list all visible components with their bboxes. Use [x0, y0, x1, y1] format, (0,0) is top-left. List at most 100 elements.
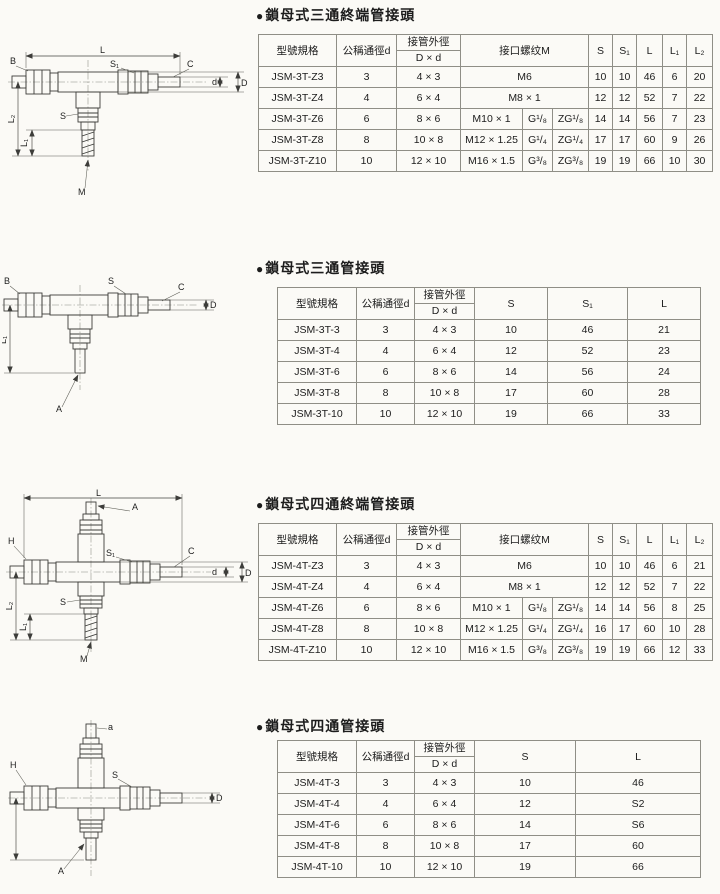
table-cell: 30 — [686, 150, 714, 172]
table-cell: 8 × 6 — [396, 108, 461, 130]
table-cell: 6 — [336, 108, 397, 130]
dim-label-D: D — [210, 300, 217, 310]
table-cell: 8 × 6 — [414, 361, 475, 383]
table-cell: 33 — [686, 639, 714, 661]
table-cell: JSM-4T-10 — [277, 856, 357, 878]
table-cell: 19 — [474, 403, 548, 425]
column-header-sub: D × d — [415, 52, 442, 64]
table-cell: JSM-3T-8 — [277, 382, 357, 404]
table-cell: 22 — [686, 87, 714, 109]
dimensions: L S₁ C B d D L₂ L₁ S M — [8, 45, 248, 197]
tee-drawing: B S C D L₁ A — [2, 276, 217, 414]
dim-label-L2: L₂ — [8, 114, 16, 123]
dim-label-L1: L₁ — [2, 336, 8, 344]
column-header: L — [636, 34, 664, 67]
table-cell: 14 — [612, 597, 638, 619]
table-cell: 12 — [612, 87, 638, 109]
column-header: 公稱通徑d — [336, 34, 397, 67]
table-cell: 4 — [356, 793, 415, 815]
table-cell: JSM-3T-3 — [277, 319, 357, 341]
dim-label-L1: L₁ — [18, 623, 28, 631]
table-cell: 22 — [686, 576, 714, 598]
table-cell: 6 × 4 — [396, 576, 461, 598]
table-cell: 56 — [547, 361, 628, 383]
section-title-tee: ●鎖母式三通管接頭 — [256, 258, 385, 278]
table-cell: ZG³/₈ — [551, 639, 590, 661]
table-cell: 60 — [547, 382, 628, 404]
table-cell: JSM-4T-Z6 — [258, 597, 337, 619]
table-cell: G³/₈ — [522, 639, 553, 661]
table-cell: 14 — [474, 814, 576, 836]
table-cell: 12 — [588, 87, 614, 109]
table-cell: JSM-3T-Z3 — [258, 66, 337, 88]
table-cell: 6 × 4 — [414, 793, 475, 815]
table-cell: ZG³/₈ — [551, 150, 590, 172]
table-cell: M12 × 1.25 — [460, 618, 523, 640]
table-cell: 8 — [662, 597, 688, 619]
table-cell: JSM-3T-Z8 — [258, 129, 337, 151]
table-cell: 8 — [336, 129, 397, 151]
table-cell: 3 — [336, 555, 397, 577]
table-cell: ZG¹/₈ — [551, 597, 590, 619]
table-cell: 4 — [356, 340, 415, 362]
table-cell: M10 × 1 — [460, 108, 523, 130]
table-cell: 23 — [627, 340, 701, 362]
table-cell: M8 × 1 — [459, 576, 590, 598]
column-header: S — [474, 287, 548, 320]
table-cell: 8 × 6 — [414, 814, 475, 836]
bullet-icon: ● — [256, 262, 265, 276]
table-cell: 6 — [356, 814, 415, 836]
dimensions: a H S D A — [10, 722, 223, 876]
table-cell: 60 — [636, 618, 664, 640]
dimensions: B S C D L₁ A — [2, 276, 217, 414]
table-cell: 28 — [686, 618, 714, 640]
dim-label-L1: L₁ — [19, 139, 29, 147]
section-title-text: 鎖母式三通管接頭 — [265, 260, 386, 276]
table-cell: 6 × 4 — [414, 340, 475, 362]
table-cell: M8 × 1 — [459, 87, 590, 109]
table-cell: 16 — [588, 618, 614, 640]
table-cell: 12 — [612, 576, 638, 598]
table-cell: 6 — [662, 66, 688, 88]
column-header: L — [575, 740, 701, 773]
table-cell: JSM-4T-3 — [277, 772, 357, 794]
table-cell: 12 × 10 — [396, 639, 461, 661]
table-cell: 6 × 4 — [396, 87, 461, 109]
table-cell: 56 — [636, 597, 664, 619]
tee-terminal-drawing: L S₁ C B d D L₂ L₁ S M — [8, 45, 248, 197]
table-cell: 19 — [588, 639, 614, 661]
column-header-top: 接管外徑 — [415, 289, 474, 304]
table-cell: 24 — [627, 361, 701, 383]
table-cell: 17 — [612, 129, 638, 151]
table-cell: 12 × 10 — [414, 856, 475, 878]
table-cell: G³/₈ — [522, 150, 553, 172]
table-cell: JSM-4T-6 — [277, 814, 357, 836]
table-cell: 8 — [356, 835, 415, 857]
dim-label-C: C — [188, 546, 195, 556]
table-cell: 10 — [662, 618, 688, 640]
table-cell: 4 × 3 — [414, 319, 475, 341]
table-cell: JSM-3T-Z4 — [258, 87, 337, 109]
dim-label-L2: L₂ — [6, 601, 14, 610]
table-cell: 17 — [474, 835, 576, 857]
dim-label-d: d — [212, 567, 217, 577]
table-cell: 10 × 8 — [414, 382, 475, 404]
table-cell: 14 — [588, 597, 614, 619]
table-cell: 10 — [474, 319, 548, 341]
section-title-cross: ●鎖母式四通管接頭 — [256, 716, 385, 736]
table-cell: 9 — [662, 129, 688, 151]
fitting-body — [3, 292, 171, 374]
table-cell: 52 — [636, 87, 664, 109]
table-cell: 66 — [636, 639, 664, 661]
table-cell: 66 — [636, 150, 664, 172]
cross-terminal-drawing: L A H S₁ C d D S L₂ L₁ M — [6, 488, 252, 664]
table-cell: JSM-3T-4 — [277, 340, 357, 362]
